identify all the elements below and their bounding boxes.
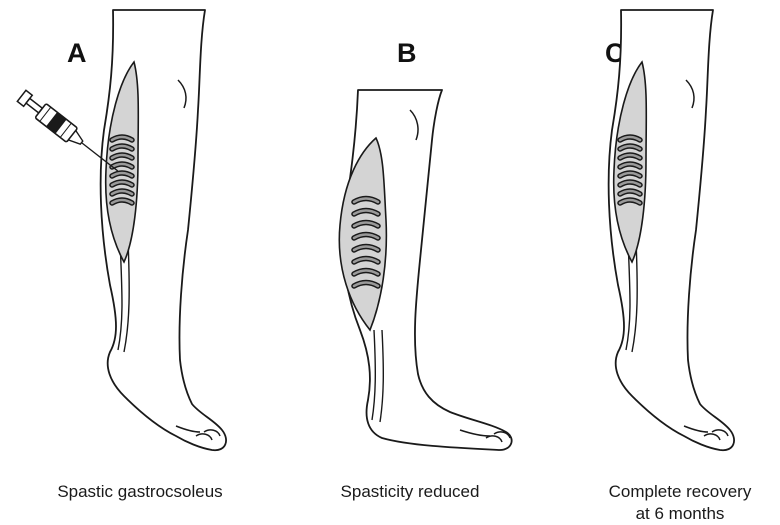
- panel-a: A Spastic gastrocsoleus: [0, 0, 260, 525]
- caption-c: Complete recovery at 6 months: [580, 481, 780, 525]
- caption-c-line2: at 6 months: [580, 503, 780, 525]
- caption-b: Spasticity reduced: [310, 481, 510, 503]
- panel-b: B Spasticity reduced: [260, 0, 520, 525]
- leg-illustration-b: [260, 0, 520, 480]
- leg-illustration-a: [0, 0, 260, 480]
- panel-c: C Complete recovery at 6 months: [520, 0, 780, 525]
- leg-illustration-c: [520, 0, 780, 480]
- caption-a: Spastic gastrocsoleus: [40, 481, 240, 503]
- caption-c-line1: Complete recovery: [580, 481, 780, 503]
